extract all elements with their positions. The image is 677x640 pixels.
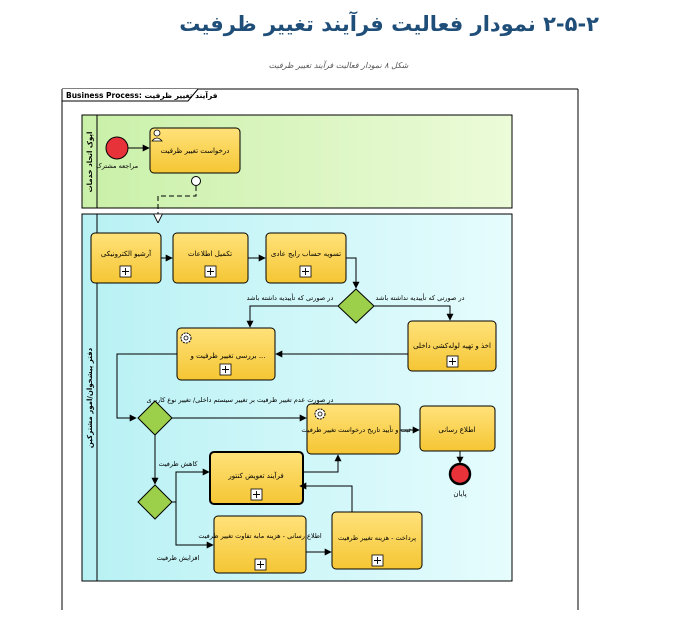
flow-label-has-wiring: در صورتی که تأییدیه داشته باشد (247, 293, 334, 302)
end-event[interactable] (448, 462, 472, 486)
pool-tab-label: Business Process: فرآیند تغییر ظرفیت (66, 90, 218, 100)
task-settle[interactable]: تسویه حساب رایج عادی (265, 232, 347, 284)
task-settle-label: تسویه حساب رایج عادی (271, 250, 341, 258)
task-review-label: بررسی تغییر ظرفیت و ... (189, 352, 265, 360)
pool-tab (61, 88, 199, 102)
start-event-label: مراجعه مشترک (96, 162, 138, 170)
lane-office-label: دفتر پیشخوان/امور مشترکین (86, 347, 94, 448)
lane-customer: اپوک اتحاد خدمات (81, 114, 513, 209)
gear-icon (314, 408, 326, 420)
flow-label-no-meter-change: در صورت عدم تغییر ظرفیت بر تغییر سیستم د… (147, 396, 334, 404)
task-meter[interactable]: فرآیند تعویض کنتور (209, 451, 304, 505)
task-complete-info-label: تکمیل اطلاعات (188, 250, 232, 258)
task-review[interactable]: بررسی تغییر ظرفیت و ... (176, 327, 276, 381)
task-internal-wiring-label: اخذ و تهیه لوله‌کشی داخلی (413, 342, 491, 350)
task-notify-label: اطلاع رسانی (438, 426, 475, 434)
task-request-label: درخواست تغییر ظرفیت (161, 147, 230, 155)
figure-caption: شکل ۸ نمودار فعالیت فرآیند تغییر ظرفیت (268, 61, 409, 70)
gateway-capacity[interactable] (137, 484, 173, 520)
message-end-icon (191, 176, 201, 186)
task-internal-wiring[interactable]: اخذ و تهیه لوله‌کشی داخلی (407, 320, 497, 372)
gear-icon (180, 332, 192, 344)
task-archive-label: آرشیو الکترونیکی (101, 249, 152, 258)
gateway-wiring[interactable] (337, 288, 375, 324)
task-notify-fee[interactable]: اطلاع رسانی - هزینه مابه تفاوت تغییر ظرف… (198, 515, 322, 574)
flow-label-no-wiring: در صورتی که تأییدیه نداشته باشد (375, 293, 464, 302)
task-archive[interactable]: آرشیو الکترونیکی (90, 232, 162, 284)
user-icon (151, 129, 163, 142)
task-register[interactable]: ثبت و تأیید تاریخ درخواست تغییر ظرفیت (301, 403, 411, 455)
lane-customer-label: اپوک اتحاد خدمات (86, 132, 94, 193)
task-request[interactable]: درخواست تغییر ظرفیت (149, 127, 241, 174)
pool: Business Process: فرآیند تغییر ظرفیت (61, 88, 579, 610)
task-complete-info[interactable]: تکمیل اطلاعات (172, 232, 249, 284)
flow-label-decrease: کاهش ظرفیت (158, 460, 198, 468)
task-meter-label: فرآیند تعویض کنتور (227, 471, 283, 480)
task-payment[interactable]: پرداخت - هزینه تغییر ظرفیت (331, 511, 423, 570)
start-event[interactable] (105, 136, 129, 160)
end-event-label: پایان (453, 490, 466, 498)
section-heading: ۲-۵-۲ نمودار فعالیت فرآیند تغییر ظرفیت (179, 12, 599, 36)
task-register-label: ثبت و تأیید تاریخ درخواست تغییر ظرفیت (301, 425, 410, 434)
flow-label-increase: افزایش ظرفیت (157, 554, 200, 562)
task-payment-label: پرداخت - هزینه تغییر ظرفیت (338, 534, 416, 542)
task-notify[interactable]: اطلاع رسانی (419, 405, 496, 452)
task-notify-fee-label: اطلاع رسانی - هزینه مابه تفاوت تغییر ظرف… (198, 532, 322, 540)
message-flow (158, 186, 197, 222)
